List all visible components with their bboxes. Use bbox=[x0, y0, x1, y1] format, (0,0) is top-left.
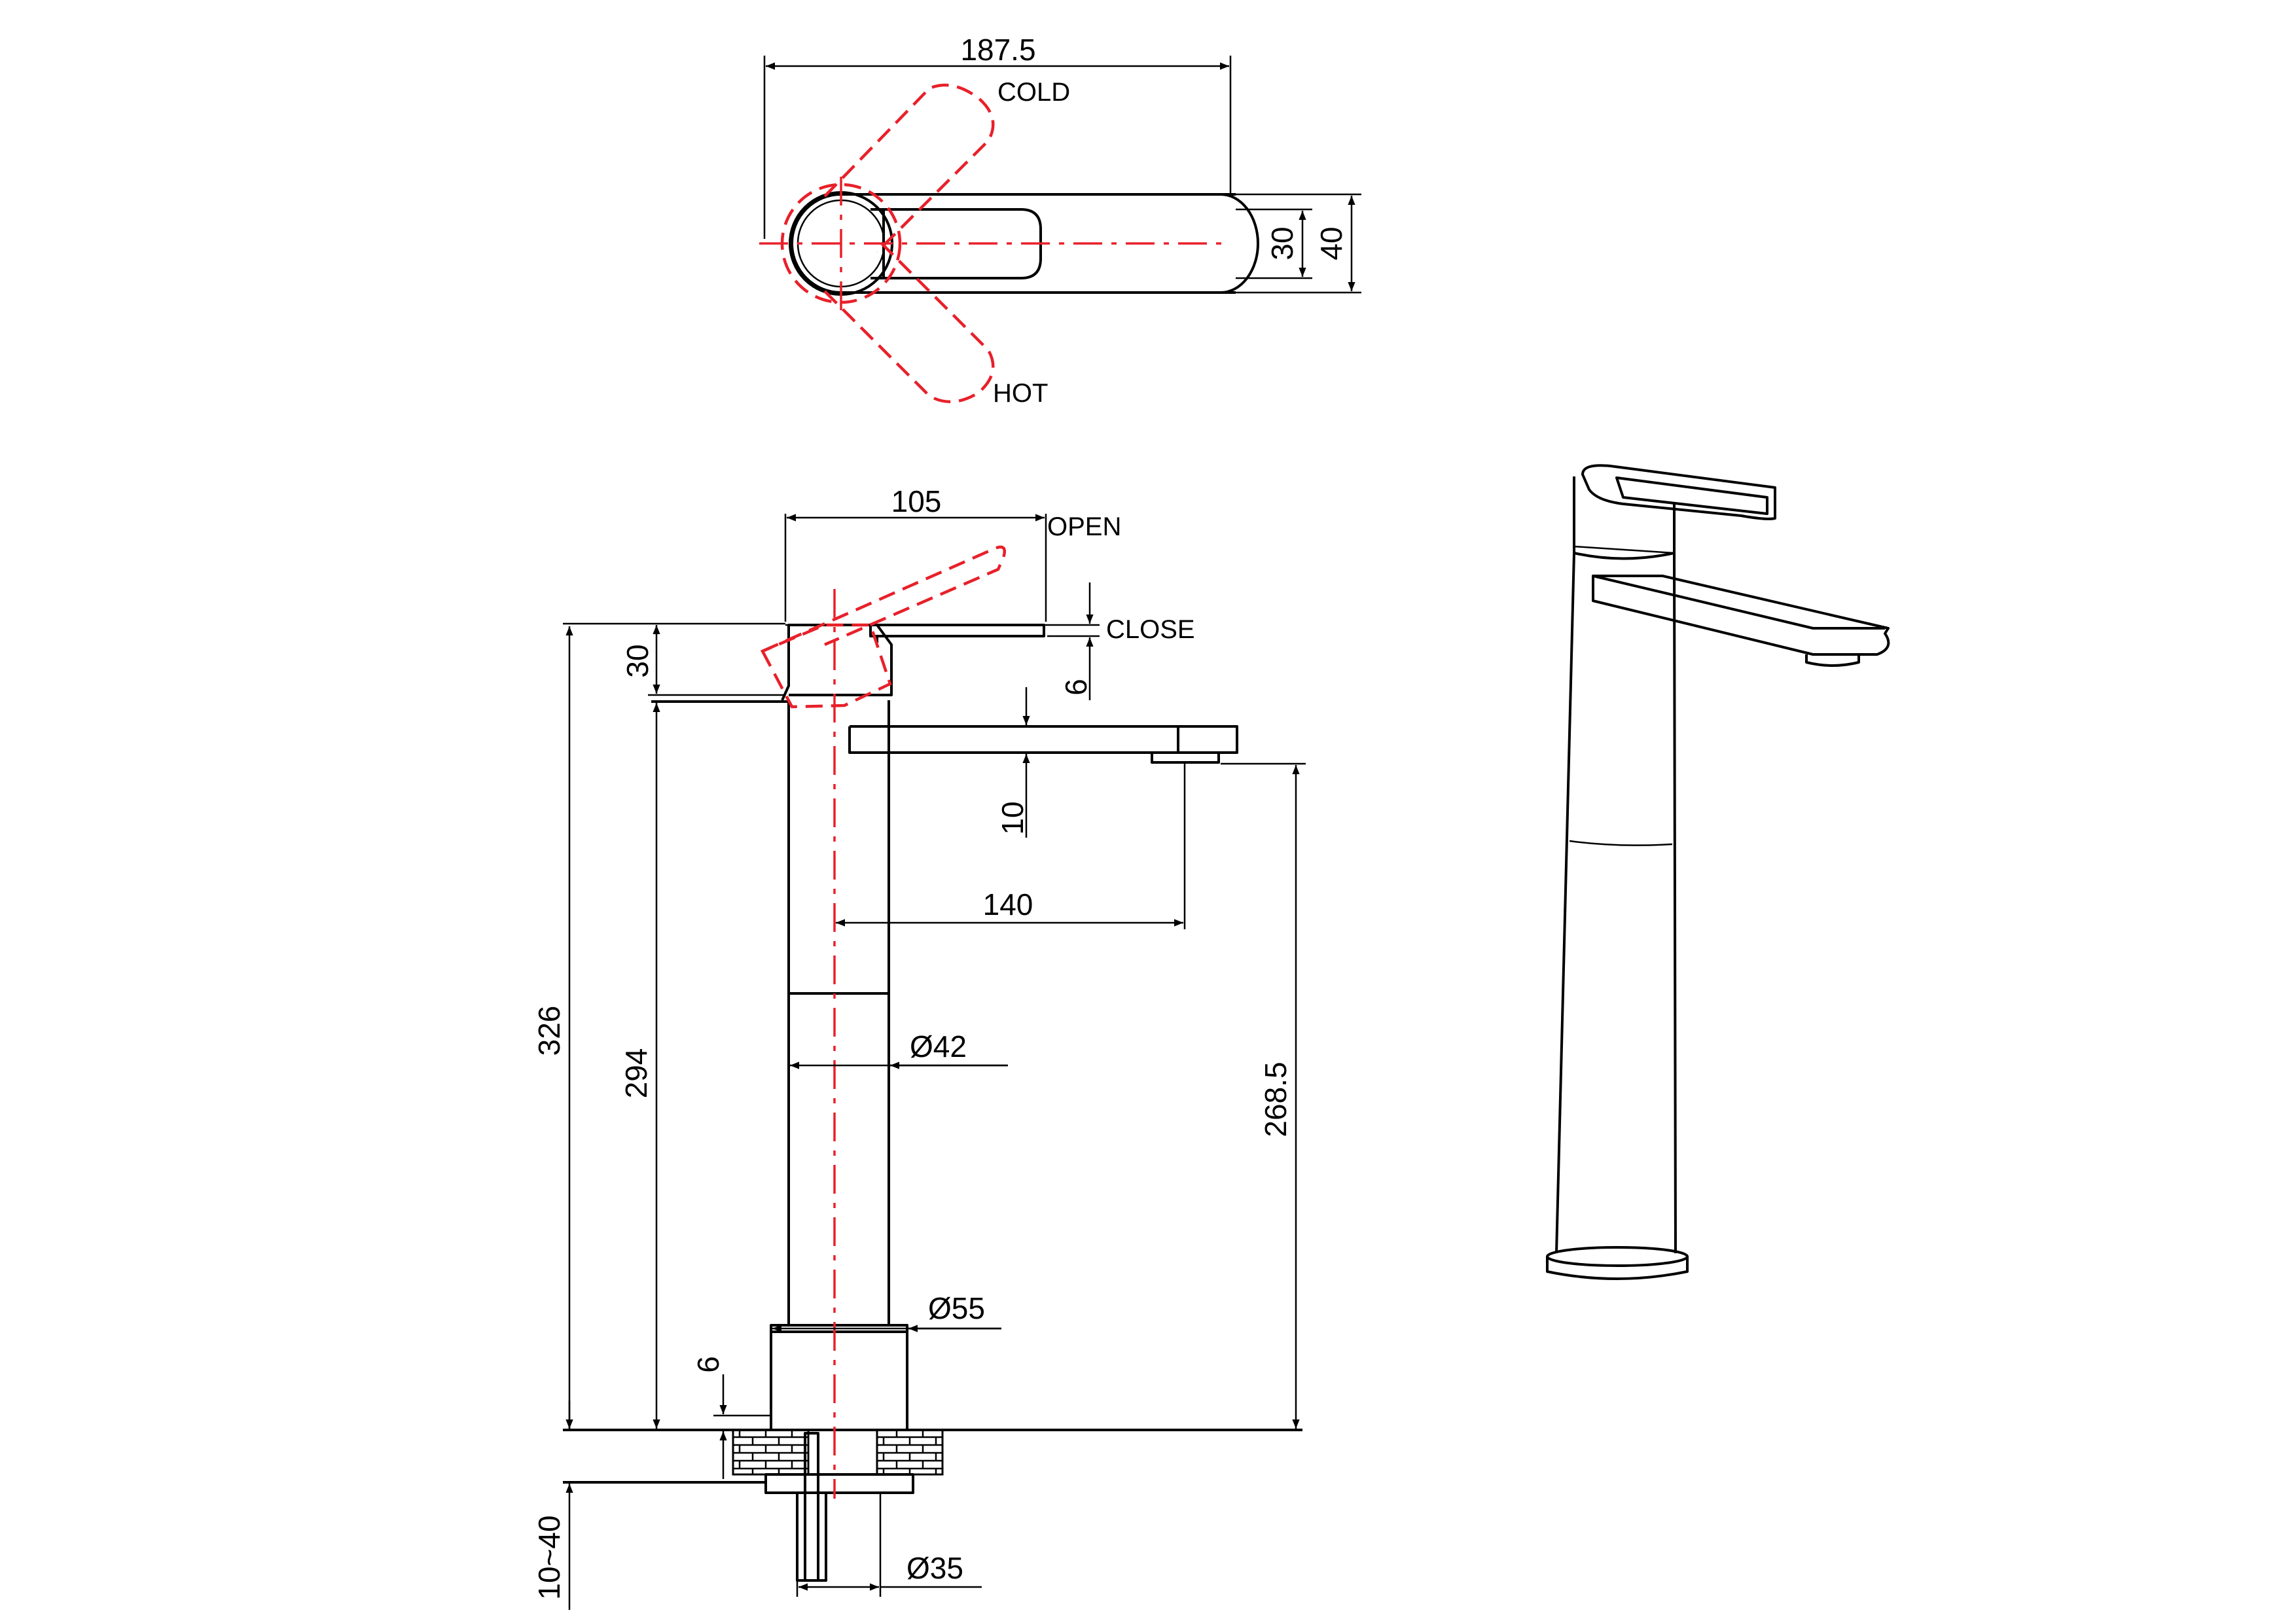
side-lever-open bbox=[762, 545, 1007, 653]
isometric-view bbox=[1546, 464, 1890, 1280]
iso-base-top bbox=[1546, 1246, 1689, 1267]
plan-body-front-edge bbox=[1221, 193, 1236, 294]
iso-head bbox=[1573, 476, 1676, 560]
dim-body-height: 40 bbox=[1314, 226, 1348, 260]
iso-spout bbox=[1592, 575, 1890, 656]
iso-body bbox=[1555, 552, 1677, 1254]
iso-handle-inner bbox=[1615, 476, 1768, 515]
dim-lever-gap: 6 bbox=[1059, 679, 1093, 696]
dim-spout-offset: 10 bbox=[996, 801, 1030, 834]
dim-base-ring: 6 bbox=[691, 1356, 725, 1373]
side-body bbox=[787, 700, 890, 1327]
dim-top-cap: 30 bbox=[620, 644, 655, 677]
dim-total-height: 326 bbox=[532, 1006, 566, 1056]
iso-handle bbox=[1581, 464, 1776, 520]
dim-deck-thickness: 10~40 bbox=[532, 1515, 566, 1599]
deck-hatch-left bbox=[732, 1429, 810, 1476]
deck-nut bbox=[764, 1473, 914, 1494]
iso-spout-tip bbox=[1805, 654, 1860, 667]
plan-body-outline bbox=[791, 193, 1259, 294]
dim-handle-height: 30 bbox=[1265, 226, 1299, 260]
dim-body-diameter: Ø42 bbox=[910, 1029, 967, 1063]
side-lever-closed bbox=[869, 624, 1045, 643]
side-base-ring bbox=[770, 1324, 908, 1431]
side-view: 105 OPEN CLOSE 6 30 10 140 Ø42 Ø55 326 bbox=[532, 484, 1306, 1610]
side-spout-tip bbox=[1151, 753, 1220, 764]
side-spout bbox=[848, 725, 1238, 754]
dim-base-diameter: Ø55 bbox=[928, 1291, 985, 1325]
dim-shank-diameter: Ø35 bbox=[906, 1551, 963, 1585]
side-head-open bbox=[760, 623, 892, 709]
dim-width-total: 187.5 bbox=[960, 33, 1035, 67]
plan-lever-hot bbox=[823, 238, 995, 404]
deck-hatch-right bbox=[876, 1429, 944, 1476]
plan-lever-cold bbox=[823, 83, 995, 253]
dim-spout-reach: 140 bbox=[983, 887, 1033, 921]
iso-head-ring bbox=[1573, 545, 1675, 554]
dim-body-height-side: 294 bbox=[619, 1048, 653, 1099]
top-view: 187.5 COLD HOT 30 40 bbox=[759, 33, 1361, 408]
label-close: CLOSE bbox=[1106, 615, 1195, 644]
label-hot: HOT bbox=[993, 379, 1048, 408]
iso-base bbox=[1546, 1257, 1689, 1280]
label-open: OPEN bbox=[1047, 512, 1121, 541]
dim-spout-height: 268.5 bbox=[1259, 1061, 1293, 1137]
dim-lever-reach: 105 bbox=[891, 484, 942, 518]
iso-spout-top bbox=[1592, 575, 1885, 630]
shank-lower bbox=[796, 1491, 827, 1582]
iso-body-joint bbox=[1569, 840, 1673, 846]
label-cold: COLD bbox=[997, 78, 1070, 107]
